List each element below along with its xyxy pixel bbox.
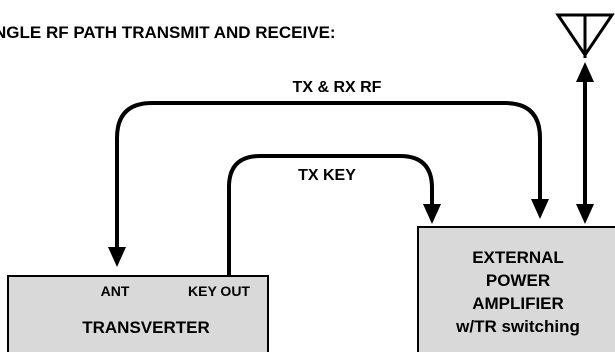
tx-key-connection [227, 154, 441, 276]
amplifier-label-line3: AMPLIFIER [472, 294, 564, 313]
amplifier-box: EXTERNAL POWER AMPLIFIER w/TR switching [417, 226, 615, 352]
tx-key-label: TX KEY [298, 167, 356, 184]
key-out-port-label: KEY OUT [188, 283, 250, 299]
ant-port-label: ANT [101, 283, 130, 299]
tx-rx-rf-label: TX & RX RF [293, 79, 382, 96]
amplifier-label-line4: w/TR switching [455, 317, 580, 336]
tx-rx-rf-connection [108, 101, 549, 267]
amplifier-label-line1: EXTERNAL [472, 248, 564, 267]
transverter-box: ANT KEY OUT TRANSVERTER [7, 275, 269, 352]
diagram-title: NGLE RF PATH TRANSMIT AND RECEIVE: [0, 23, 336, 42]
amplifier-label-line2: POWER [486, 271, 550, 290]
antenna-icon [555, 13, 615, 58]
antenna-feed-line [576, 62, 594, 224]
transverter-label: TRANSVERTER [82, 318, 210, 337]
